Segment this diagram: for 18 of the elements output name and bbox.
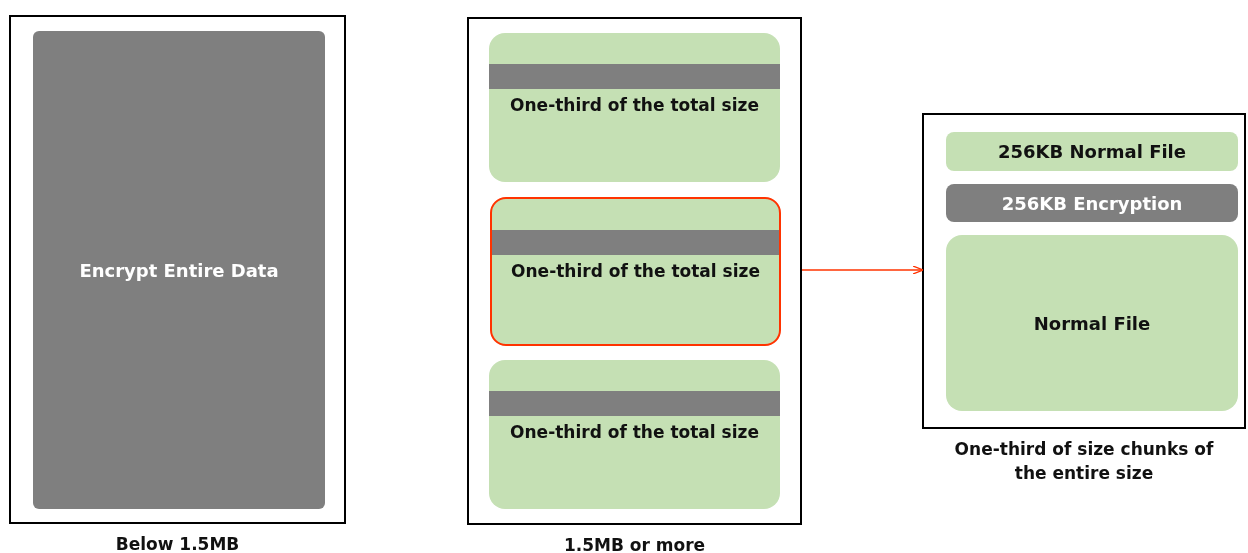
frame-caption: 1.5MB or more [562, 534, 707, 553]
block-label: Normal File [1033, 312, 1151, 334]
encrypted-block [946, 184, 1238, 222]
normal-block [946, 132, 1238, 171]
block-label: 256KB Encryption [1001, 192, 1183, 214]
chunk-label: One-third of the total size [509, 422, 760, 442]
frame-caption: One-third of size chunks of the entire size [953, 438, 1215, 485]
highlighted-chunk [490, 197, 781, 346]
block-label: Encrypt Entire Data [79, 259, 279, 281]
block-label: 256KB Normal File [998, 141, 1186, 162]
frame-caption: Below 1.5MB [114, 533, 241, 553]
chunk-label: One-third of the total size [510, 261, 761, 281]
chunk-label: One-third of the total size [509, 95, 760, 115]
file-chunk [489, 33, 780, 182]
arrow [801, 265, 924, 275]
encrypted-block [33, 31, 325, 509]
normal-block [946, 235, 1238, 411]
file-chunk [489, 360, 780, 509]
